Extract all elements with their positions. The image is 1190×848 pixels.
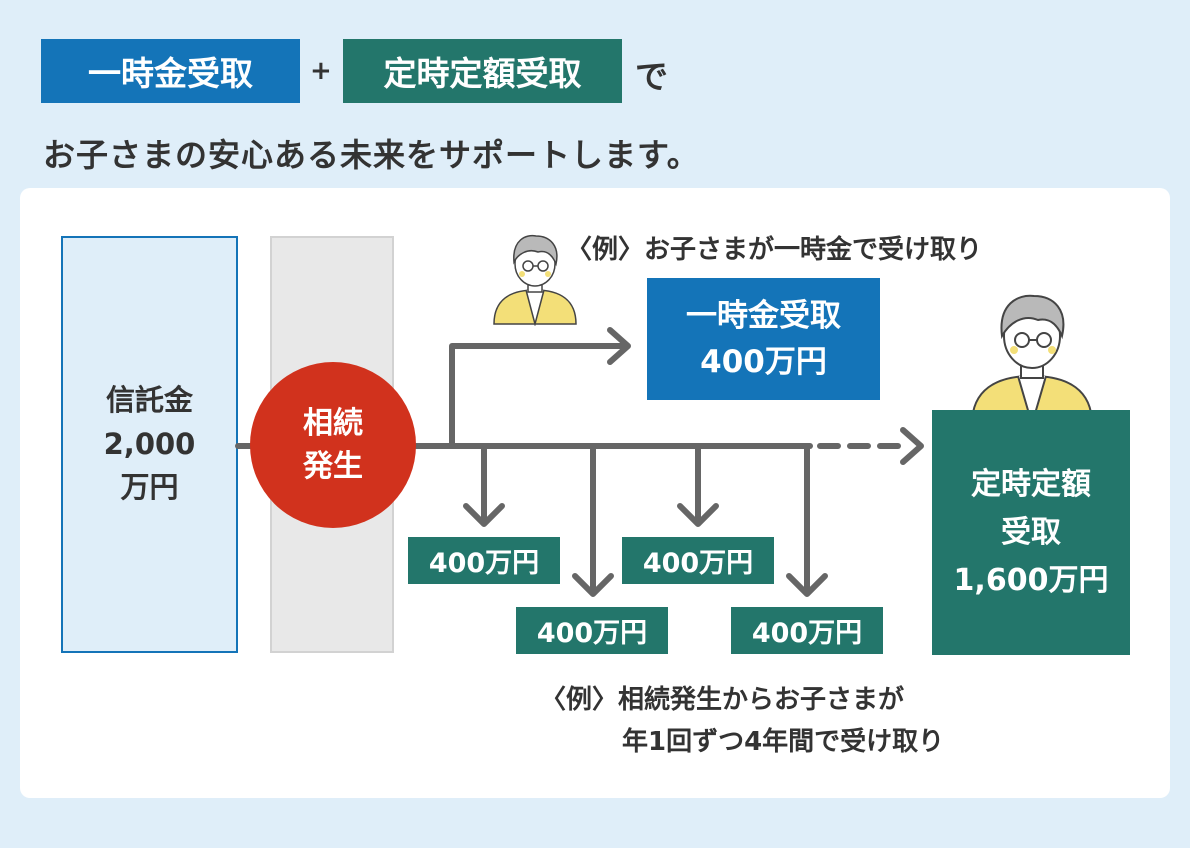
particle-de: で xyxy=(635,57,668,96)
fixed-title-2: 受取 xyxy=(1001,514,1061,550)
inheritance-event-circle: 相続 発生 xyxy=(250,362,416,528)
example-fixed-line-2: 年1回ずつ4年間で受け取り xyxy=(622,726,945,757)
trust-amount: 2,000 xyxy=(103,426,196,461)
child-person-icon xyxy=(493,234,577,326)
trust-label: 信託金 xyxy=(105,383,193,418)
trust-fund-box: 信託金 2,000 万円 xyxy=(61,236,238,653)
trust-unit: 万円 xyxy=(120,470,179,505)
payment-box-4: 400万円 xyxy=(731,607,883,654)
payment-box-1: 400万円 xyxy=(408,537,560,584)
tag-fixed-amount: 定時定額受取 xyxy=(343,39,622,103)
fixed-title-1: 定時定額 xyxy=(971,466,1091,502)
drop-2-head xyxy=(572,573,614,597)
fixed-amount: 1,600万円 xyxy=(953,562,1109,598)
example-fixed-line-1: 〈例〉相続発生からお子さまが xyxy=(540,685,905,715)
plus-sign: + xyxy=(310,56,332,86)
drop-4-head xyxy=(786,573,828,597)
example-lump-caption: 〈例〉お子さまが一時金で受け取り xyxy=(566,235,983,265)
event-line-2: 発生 xyxy=(303,449,363,484)
lump-sum-box: 一時金受取 400万円 xyxy=(647,278,880,400)
lump-arrow-line xyxy=(449,343,628,449)
adult-person-icon xyxy=(970,294,1094,426)
lump-arrowhead xyxy=(607,327,631,365)
subtitle: お子さまの安心ある未来をサポートします。 xyxy=(43,136,700,174)
payment-box-3: 400万円 xyxy=(622,537,774,584)
lump-title: 一時金受取 xyxy=(686,297,841,334)
event-line-1: 相続 xyxy=(303,405,363,441)
fixed-arrowhead xyxy=(900,427,924,465)
tag-lump-sum: 一時金受取 xyxy=(41,39,300,103)
drop-1-head xyxy=(463,503,505,527)
payment-box-2: 400万円 xyxy=(516,607,668,654)
fixed-amount-box: 定時定額 受取 1,600万円 xyxy=(932,410,1130,655)
drop-3-head xyxy=(677,503,719,527)
example-fixed-caption: 〈例〉相続発生からお子さまが 年1回ずつ4年間で受け取り xyxy=(540,680,1010,763)
lump-amount: 400万円 xyxy=(700,344,827,380)
